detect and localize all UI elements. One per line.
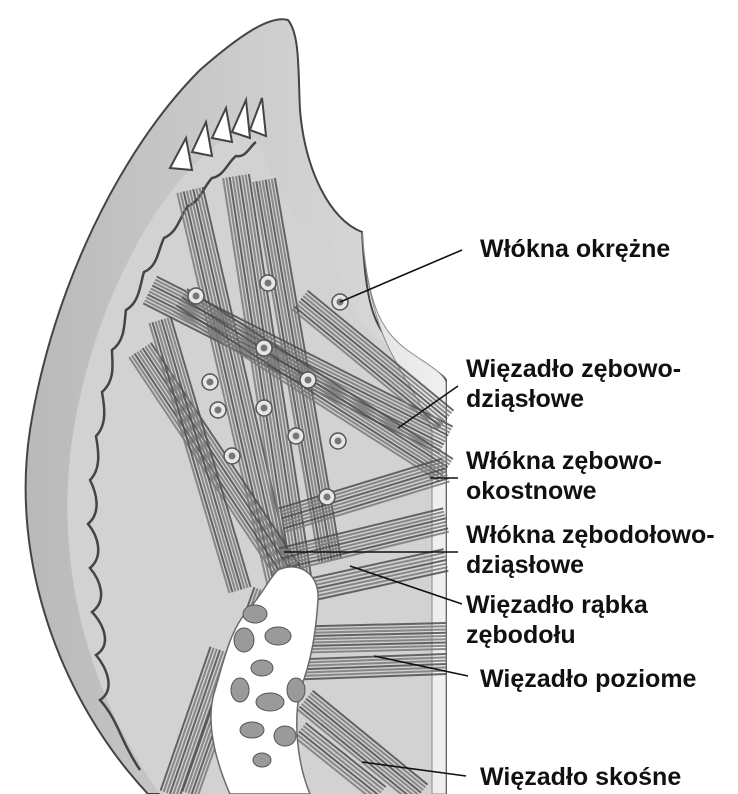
cell-nucleus bbox=[210, 402, 226, 418]
cell-nucleus bbox=[300, 372, 316, 388]
cell-nucleus bbox=[256, 340, 272, 356]
cell-nucleus bbox=[202, 374, 218, 390]
label-alveologingival-line2: dziąsłowe bbox=[466, 550, 715, 580]
cell-nucleus bbox=[188, 288, 204, 304]
label-alveologingival-fibers: Włókna zębodołowo- dziąsłowe bbox=[466, 520, 715, 580]
label-oblique-ligament: Więzadło skośne bbox=[480, 762, 681, 792]
label-horizontal-line1: Więzadło poziome bbox=[480, 664, 696, 694]
label-oblique-line1: Więzadło skośne bbox=[480, 762, 681, 792]
label-dentogingival-line1: Więzadło zębowo- bbox=[466, 354, 681, 384]
label-circular-fibers: Włókna okrężne bbox=[480, 234, 670, 264]
cell-nucleus bbox=[260, 275, 276, 291]
cell-nucleus bbox=[288, 428, 304, 444]
label-dentoperiosteal-line1: Włókna zębowo- bbox=[466, 446, 662, 476]
label-horizontal-ligament: Więzadło poziome bbox=[480, 664, 696, 694]
label-dentogingival-line2: dziąsłowe bbox=[466, 384, 681, 414]
label-alveolar-crest-line1: Więzadło rąbka bbox=[466, 590, 648, 620]
label-dentogingival-ligament: Więzadło zębowo- dziąsłowe bbox=[466, 354, 681, 414]
label-circular-line1: Włókna okrężne bbox=[480, 234, 670, 264]
label-alveolar-crest-ligament: Więzadło rąbka zębodołu bbox=[466, 590, 648, 650]
label-alveologingival-line1: Włókna zębodołowo- bbox=[466, 520, 715, 550]
cell-nucleus bbox=[224, 448, 240, 464]
label-dentoperiosteal-line2: okostnowe bbox=[466, 476, 662, 506]
cell-nucleus bbox=[256, 400, 272, 416]
label-alveolar-crest-line2: zębodołu bbox=[466, 620, 648, 650]
cell-nucleus bbox=[330, 433, 346, 449]
cell-nucleus bbox=[319, 489, 335, 505]
label-dentoperiosteal-fibers: Włókna zębowo- okostnowe bbox=[466, 446, 662, 506]
